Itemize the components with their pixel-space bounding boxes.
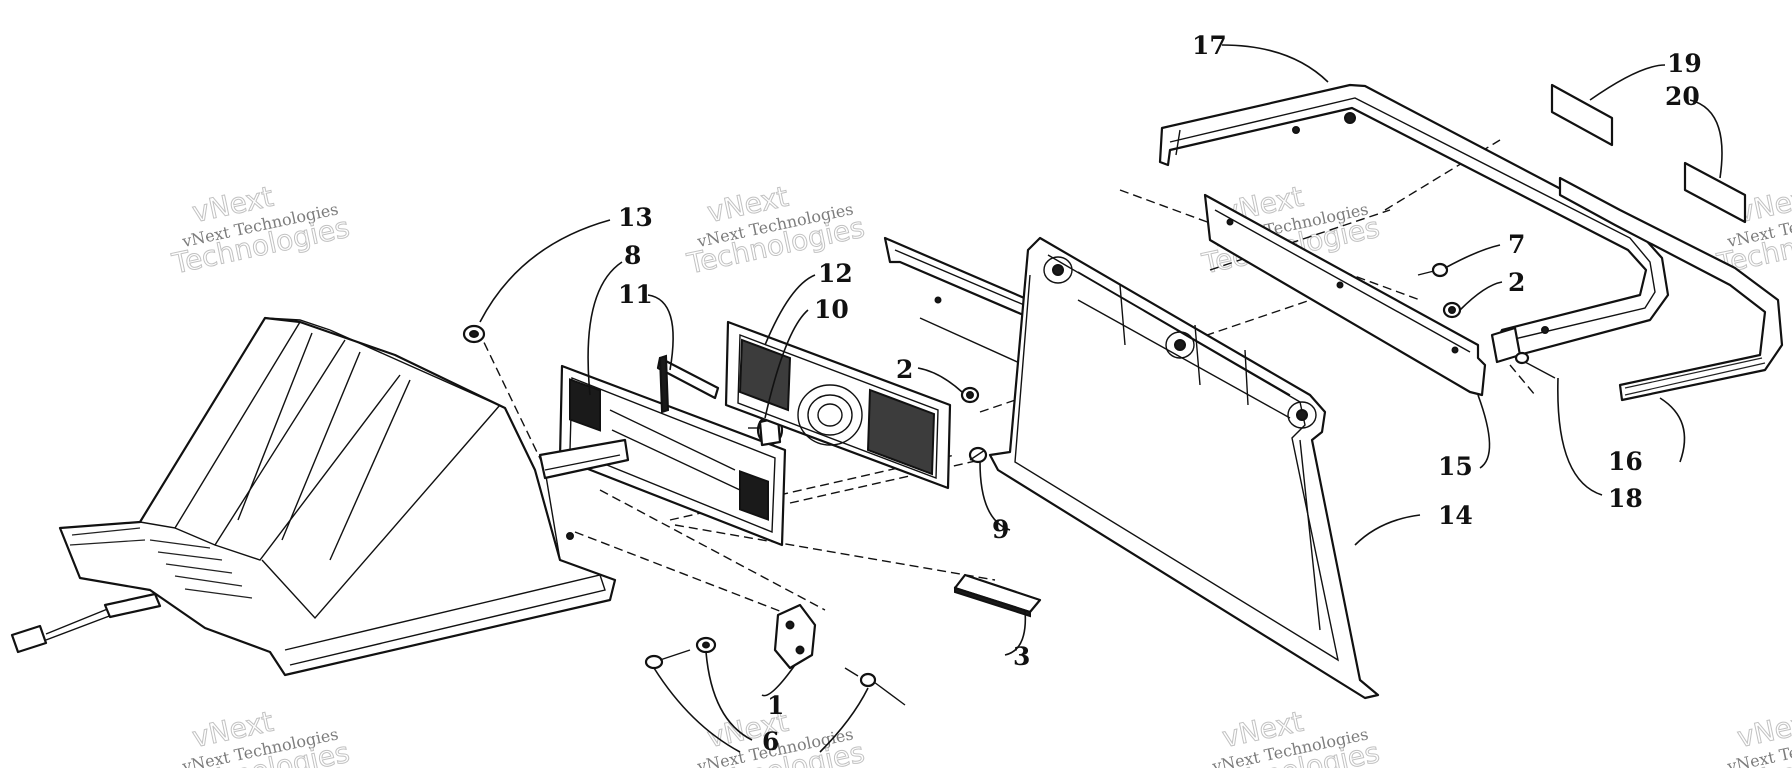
leader-9 [979,461,1011,531]
part-20-reflector [1683,161,1747,224]
part-13-grommet [462,324,486,344]
callout-1: 1 [767,691,784,720]
watermark: vNext vNext Technologies Technologies [168,704,353,768]
leader-18 [1557,377,1603,496]
leader-12 [764,274,816,346]
leader-lines [479,44,1723,753]
part-screw-lower [644,649,691,670]
watermark: vNext vNext Technologies Technologies [1198,704,1383,768]
part-wire-clip [844,667,906,706]
assembly-line [789,459,981,504]
part-2-nut [960,386,980,404]
leader-8 [587,261,623,396]
part-1-bracket [773,603,817,670]
callout-20: 20 [1665,82,1700,111]
leader-7 [1444,244,1501,269]
assembly-line [1509,364,1536,396]
part-15-strip [1203,193,1487,397]
watermark: vNext vNext Technologies Technologies [683,704,868,768]
callout-12: 12 [818,259,853,288]
part-2-nut-right [1442,301,1462,319]
part-6-washer [695,636,717,654]
callout-16: 16 [1608,447,1643,476]
leader-screw [653,667,741,753]
leader-11 [647,294,674,371]
leader-2a [917,367,963,393]
leader-16 [1659,397,1686,463]
part-3-pad [953,573,1042,618]
callout-13: 13 [618,203,653,232]
callout-3: 3 [1013,642,1030,671]
part-16-trim [1558,176,1784,402]
hood-body-part [58,316,617,677]
leader-15 [1477,394,1491,469]
callout-8: 8 [624,241,641,270]
callout-2-right: 2 [1508,268,1525,297]
part-18-bolt [1514,351,1556,379]
leader-2b [1459,281,1503,311]
assembly-line [574,531,791,616]
leader-1 [761,664,796,697]
leader-14 [1354,514,1421,546]
leader-13 [479,219,611,323]
callout-19: 19 [1667,49,1702,78]
callout-9: 9 [992,515,1009,544]
part-11-pad [656,354,720,414]
wire-connector-part [10,592,162,654]
assembly-line [1209,209,1391,271]
leader-20 [1689,99,1723,179]
assembly-line [674,524,996,581]
callout-14: 14 [1438,501,1473,530]
part-7-screw [1417,262,1449,278]
callout-7: 7 [1508,230,1525,259]
assembly-line [477,329,549,476]
leader-clip [819,687,869,753]
callout-6: 6 [762,727,779,756]
part-12-lens [724,320,952,490]
leader-3 [1004,609,1027,656]
leader-6 [705,651,753,741]
callout-10: 10 [814,295,849,324]
leader-19 [1589,64,1666,101]
leader-10 [764,309,809,419]
callout-11: 11 [618,280,653,309]
assembly-line [599,489,826,611]
watermark: vNext vNext Technologies Technologies [168,179,353,281]
callout-18: 18 [1608,484,1643,513]
callout-2-left: 2 [896,355,913,384]
leader-17 [1221,44,1329,83]
part-14-panel [988,236,1380,700]
part-19-reflector [1550,83,1614,147]
callouts: 13 8 11 12 10 2 9 3 1 6 14 15 7 2 17 19 … [618,31,1702,756]
part-8-light-housing [538,364,787,547]
callout-17: 17 [1192,31,1227,60]
part-9-screw [968,446,988,464]
callout-15: 15 [1438,452,1473,481]
watermark: vNext vNext Technologies Technologies [1713,704,1792,768]
